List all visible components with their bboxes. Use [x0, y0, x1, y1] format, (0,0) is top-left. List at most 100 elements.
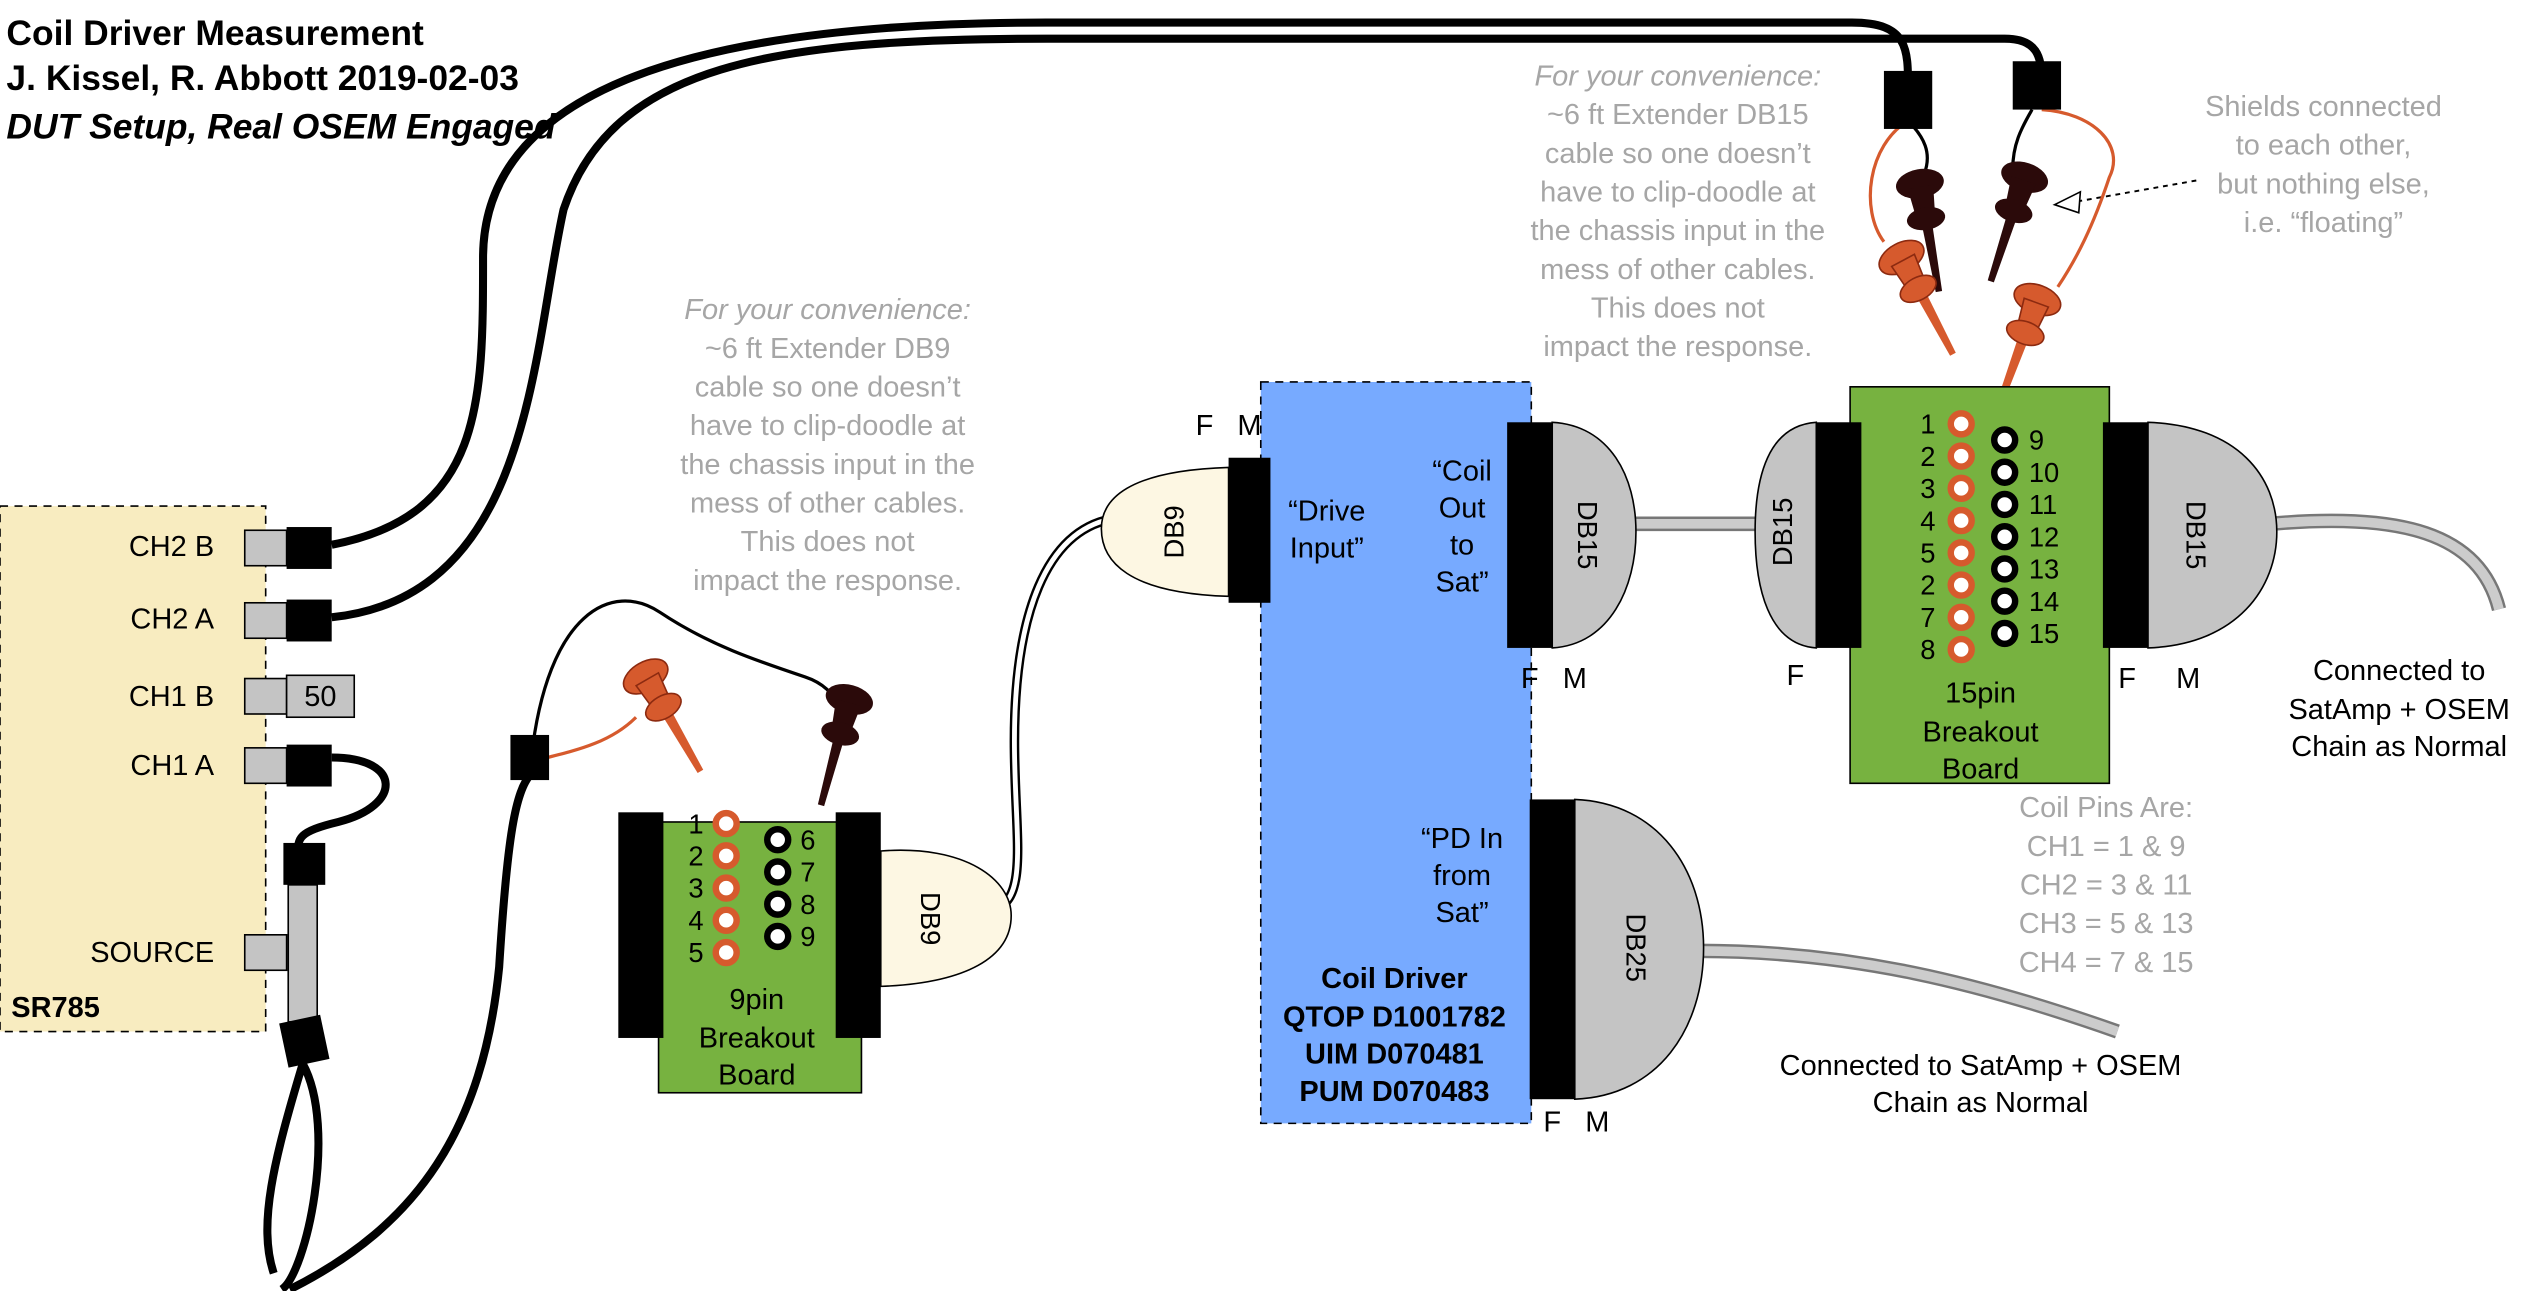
note-shields-line-2: to each other, — [2236, 130, 2412, 162]
note-db9-line-4: have to clip-doodle at — [690, 410, 965, 442]
pd-in-f-label: F — [1543, 1106, 1561, 1138]
board9-pin-7: 7 — [800, 857, 815, 888]
board15-pins-left: 1 2 3 4 5 2 7 8 — [1920, 409, 1975, 665]
board15-right-db15-label: DB15 — [2181, 501, 2212, 570]
note-db15-line-6: mess of other cables. — [1540, 254, 1815, 286]
breakout-board-9pin: DB9 1 2 3 4 5 6 7 8 9 9pin Breakout Boar… — [618, 808, 1013, 1094]
board15-left-connector — [1816, 422, 1862, 648]
note-shields-arrowhead — [2052, 190, 2082, 214]
board9-caption-1: 9pin — [729, 984, 784, 1016]
coil-out-f-label: F — [1521, 663, 1539, 695]
coil-pins-note: Coil Pins Are: CH1 = 1 & 9 CH2 = 3 & 11 … — [2019, 792, 2194, 979]
note-db9-line-1: For your convenience: — [684, 294, 971, 326]
coil-out-m-label: M — [1563, 663, 1587, 695]
db9-clip-leads — [510, 599, 877, 812]
pd-in-db25-label: DB25 — [1620, 913, 1651, 982]
board9-pin-3: 3 — [688, 873, 703, 904]
board9-pin-8: 8 — [800, 889, 815, 920]
board15-caption-1: 15pin — [1945, 678, 2016, 710]
pd-in-m-label: M — [1585, 1106, 1609, 1138]
board9-pin-2: 2 — [688, 840, 703, 871]
board15-right-connector — [2102, 422, 2148, 648]
pd-in-connector — [1529, 799, 1575, 1100]
coil-pins-heading: Coil Pins Are: — [2019, 792, 2193, 824]
board9-pin-4: 4 — [688, 905, 703, 936]
db25-destination-line-2: Chain as Normal — [1873, 1087, 2089, 1119]
board15-pin-1: 1 — [1920, 409, 1935, 440]
note-db15-line-4: have to clip-doodle at — [1540, 176, 1815, 208]
coil-driver-pum: PUM D070483 — [1299, 1076, 1489, 1108]
db15-destination-line-3: Chain as Normal — [2291, 731, 2507, 763]
board9-pin-6: 6 — [800, 824, 815, 855]
note-shields-line-1: Shields connected — [2205, 91, 2442, 123]
cable-ch2a-to-db15-clip — [331, 34, 2046, 622]
db9-red-clip — [616, 651, 723, 785]
board15-pin-11: 11 — [2029, 489, 2057, 520]
coil-out-label-1: “Coil — [1432, 455, 1492, 487]
board15-right-f-label: F — [2118, 663, 2136, 695]
note-db9-line-3: cable so one doesn’t — [695, 371, 961, 403]
board9-db9-shell — [879, 849, 1013, 988]
db15-black-clip-right — [1967, 155, 2053, 289]
note-db15-line-7: This does not — [1591, 292, 1765, 324]
db15-shield-block-left — [1883, 70, 1933, 129]
board15-pin-2: 2 — [1920, 441, 1935, 472]
board15-pin-5: 5 — [1920, 537, 1935, 568]
board15-pin-6: 2 — [1920, 570, 1935, 601]
cable-ch1a-loop — [293, 753, 390, 855]
drive-input-db9-shell — [1100, 466, 1230, 598]
sr785-port-ch2a — [243, 599, 332, 642]
db15-red-clip-left — [1872, 232, 1976, 367]
note-db15-line-5: the chassis input in the — [1530, 215, 1825, 247]
sr785-ch1b-label: CH1 B — [129, 681, 214, 713]
coil-out-db15-shell — [1551, 421, 1637, 649]
db25-destination-line-1: Connected to SatAmp + OSEM — [1780, 1050, 2182, 1082]
coil-out-label-4: Sat” — [1435, 566, 1488, 598]
sr785-analyzer: CH2 B CH2 A CH1 B CH1 A SOURCE SR785 50 — [0, 505, 356, 1068]
board9-pin-5: 5 — [688, 937, 703, 968]
pd-in-label-2: from — [1433, 860, 1491, 892]
coil-out-connector — [1507, 422, 1553, 648]
note-db9-line-7: This does not — [741, 526, 915, 558]
board15-right-db15-shell — [2147, 421, 2278, 649]
db9-black-clip — [797, 679, 877, 812]
board15-pins-right: 9 10 11 12 13 14 15 — [1991, 425, 2059, 649]
cable-db15-out-to-satamp — [2269, 513, 2507, 612]
coil-pins-ch1: CH1 = 1 & 9 — [2027, 831, 2186, 863]
board15-left-f-label: F — [1787, 660, 1805, 692]
cable-source-to-db9-clip — [263, 770, 535, 1293]
db15-shield-block-right — [2012, 61, 2062, 110]
board15-pin-8: 8 — [1920, 634, 1935, 665]
coil-out-db15-label: DB15 — [1572, 501, 1603, 570]
cable-ch2b-to-db15-clip — [330, 18, 1913, 549]
board15-pin-4: 4 — [1920, 505, 1935, 536]
drive-input-m-label: M — [1237, 410, 1261, 442]
board15-right-m-label: M — [2176, 663, 2200, 695]
drive-input-db9-label: DB9 — [1159, 505, 1190, 558]
breakout-board-15pin: DB15 F DB15 F M 1 2 3 4 5 2 7 8 — [1754, 386, 2278, 785]
board15-pin-15: 15 — [2029, 618, 2059, 649]
board9-pins-right: 6 7 8 9 — [764, 824, 815, 952]
note-db15-line-3: cable so one doesn’t — [1545, 138, 1811, 170]
coil-pins-ch2: CH2 = 3 & 11 — [2020, 870, 2193, 902]
coil-driver-uim: UIM D070481 — [1305, 1039, 1484, 1071]
header-setup-description: DUT Setup, Real OSEM Engaged — [6, 107, 556, 147]
note-shields-line-3: but nothing else, — [2217, 168, 2430, 200]
board9-caption-3: Board — [718, 1060, 795, 1092]
note-db15-destination: Connected to SatAmp + OSEM Chain as Norm… — [2288, 655, 2509, 763]
pd-in-db25-shell — [1573, 798, 1705, 1101]
note-db15-line-8: impact the response. — [1543, 331, 1812, 363]
db15-destination-line-2: SatAmp + OSEM — [2288, 694, 2509, 726]
note-db25-destination: Connected to SatAmp + OSEM Chain as Norm… — [1780, 1050, 2182, 1119]
pd-in-label-3: Sat” — [1435, 897, 1488, 929]
coil-driver-chassis: DB9 F M “Drive Input” DB15 F M “Coil Out… — [1100, 381, 1705, 1138]
board15-pin-14: 14 — [2029, 586, 2059, 617]
note-db9-line-5: the chassis input in the — [680, 449, 975, 481]
board9-right-connector — [835, 812, 881, 1038]
board9-db9-label: DB9 — [915, 892, 946, 945]
board15-left-db15-label: DB15 — [1767, 498, 1798, 567]
header-title: Coil Driver Measurement — [6, 13, 424, 53]
board15-pin-13: 13 — [2029, 554, 2059, 585]
coil-pins-ch4: CH4 = 7 & 15 — [2019, 947, 2194, 979]
